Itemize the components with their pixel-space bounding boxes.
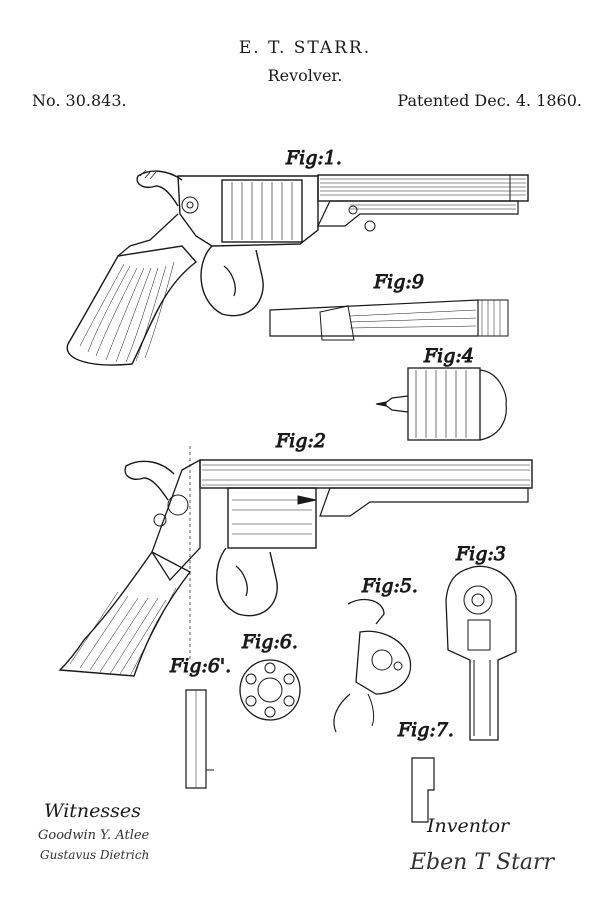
- figure-6-cylinder-end-view: [239, 659, 301, 721]
- fig-7-label: Fig:7.: [397, 719, 454, 741]
- figure-7-part-detail: [411, 757, 435, 823]
- fig-6-label: Fig:6.: [241, 631, 298, 653]
- figure-6b-rod-detail: [185, 689, 214, 789]
- inventor-name: E. T. STARR.: [238, 38, 372, 58]
- fig-6b-label: Fig:6'.: [169, 655, 231, 677]
- inventor-label: Inventor: [427, 815, 510, 837]
- fig-5-label: Fig:5.: [361, 575, 418, 597]
- witnesses-label: Witnesses: [44, 800, 141, 822]
- fig-1-label: Fig:1.: [285, 147, 342, 169]
- figure-4-cylinder-detail: [375, 367, 507, 441]
- figure-9-lever-detail: [269, 299, 509, 341]
- patent-date: Patented Dec. 4. 1860.: [397, 91, 582, 110]
- fig-4-label: Fig:4: [423, 345, 474, 367]
- fig-2-label: Fig:2: [275, 430, 326, 452]
- witness-signature-1: Goodwin Y. Atlee: [38, 828, 150, 843]
- inventor-signature: Eben T Starr: [410, 850, 555, 875]
- figure-5-hammer-assembly: [333, 598, 412, 733]
- patent-number: No. 30.843.: [32, 91, 127, 110]
- fig-9-label: Fig:9: [373, 271, 424, 293]
- patent-subject: Revolver.: [267, 66, 343, 85]
- fig-3-label: Fig:3: [455, 543, 506, 565]
- figure-2-sectional-view: [58, 446, 533, 677]
- witness-signature-2: Gustavus Dietrich: [40, 848, 150, 862]
- figure-3-frame-view: [445, 565, 517, 741]
- figure-1-revolver-side-view: [66, 169, 529, 366]
